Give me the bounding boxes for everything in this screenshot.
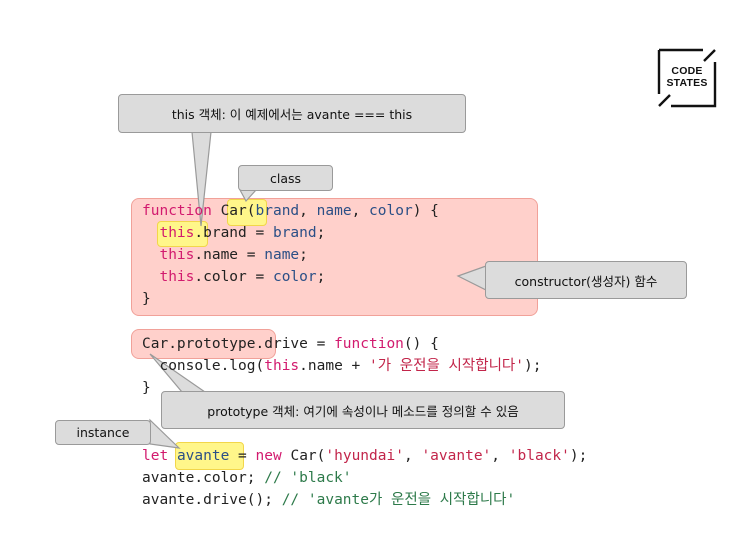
semicolon: ;	[316, 269, 326, 285]
comma-2: ,	[491, 448, 509, 464]
comma-1: ,	[403, 448, 422, 464]
this-keyword: this	[264, 358, 300, 374]
constructor-callout-pointer	[456, 265, 487, 291]
color-access: avante.color;	[142, 470, 265, 486]
logo-frame-icon	[657, 48, 717, 108]
code-line-2: this.brand = brand;	[142, 223, 325, 243]
brand-value: brand	[272, 225, 317, 241]
instance-variable: avante	[176, 448, 230, 464]
instance-name-highlight	[175, 442, 244, 470]
color-assign: .color =	[194, 269, 273, 285]
paren-close-brace: ) {	[412, 203, 439, 219]
brand-assign: .brand =	[194, 225, 273, 241]
drive-comment: // 'avante가 운전을 시작합니다'	[281, 492, 516, 508]
new-keyword: new	[255, 448, 282, 464]
this-keyword: this	[159, 269, 195, 285]
this-keyword: this	[159, 225, 195, 241]
instance-callout: instance	[55, 420, 151, 445]
drive-assign: .drive =	[255, 336, 335, 352]
code-line-1: function Car(brand, name, color) {	[142, 201, 439, 221]
comma-1: ,	[299, 203, 317, 219]
instance-callout-text: instance	[76, 425, 130, 440]
arg-hyundai: 'hyundai'	[325, 448, 404, 464]
code-states-logo: CODE STATES	[657, 48, 717, 108]
call-close: );	[523, 358, 542, 374]
log-string: '가 운전을 시작합니다'	[369, 358, 524, 374]
this-object-callout: this 객체: 이 예제에서는 avante === this	[118, 94, 466, 133]
closing-brace: }	[142, 291, 151, 307]
prototype-callout: prototype 객체: 여기에 속성이나 메소드를 정의할 수 있음	[161, 391, 565, 429]
arg-black: 'black'	[508, 448, 570, 464]
name-assign: .name =	[194, 247, 265, 263]
code-line-12: avante.color; // 'black'	[142, 468, 352, 488]
code-line-7: Car.prototype.drive = function() {	[142, 334, 439, 354]
code-line-3: this.name = name;	[142, 245, 308, 265]
let-keyword: let	[142, 448, 169, 464]
class-callout-text: class	[269, 170, 302, 186]
class-callout-pointer	[238, 189, 258, 203]
semicolon: ;	[316, 225, 326, 241]
constructor-call: Car(	[281, 448, 326, 464]
name-concat: .name +	[299, 358, 369, 374]
param-color: color	[369, 203, 413, 219]
prototype-callout-text: prototype 객체: 여기에 속성이나 메소드를 정의할 수 있음	[207, 403, 519, 419]
drive-call: avante.drive();	[142, 492, 282, 508]
class-name: Car	[220, 203, 247, 219]
code-line-11: let avante = new Car('hyundai', 'avante'…	[142, 446, 587, 466]
logo-text: CODE STATES	[657, 65, 717, 89]
color-comment: // 'black'	[264, 470, 352, 486]
function-open: () {	[403, 336, 439, 352]
code-line-4: this.color = color;	[142, 267, 325, 287]
function-keyword: function	[334, 336, 404, 352]
function-keyword: function	[142, 203, 212, 219]
logo-line-2: STATES	[666, 77, 708, 89]
comma-2: ,	[351, 203, 370, 219]
equals: =	[229, 448, 256, 464]
code-line-5: }	[142, 289, 151, 309]
name-value: name	[264, 247, 300, 263]
color-value: color	[272, 269, 317, 285]
car-prototype: Car.prototype	[142, 336, 256, 352]
code-line-13: avante.drive(); // 'avante가 운전을 시작합니다'	[142, 490, 515, 510]
constructor-callout-text: constructor(생성자) 함수	[514, 273, 658, 289]
arg-avante: 'avante'	[421, 448, 492, 464]
param-name: name	[316, 203, 352, 219]
call-close: );	[569, 448, 588, 464]
logo-line-1: CODE	[671, 65, 703, 77]
class-callout: class	[238, 165, 333, 191]
prototype-highlight	[131, 329, 276, 359]
this-keyword-highlight	[157, 221, 208, 247]
constructor-callout: constructor(생성자) 함수	[485, 261, 687, 299]
this-object-callout-text: this 객체: 이 예제에서는 avante === this	[171, 107, 413, 122]
this-keyword: this	[159, 247, 195, 263]
param-brand: brand	[255, 203, 300, 219]
semicolon: ;	[299, 247, 308, 263]
code-line-9: }	[142, 378, 151, 398]
paren-open: (	[246, 203, 256, 219]
console-log: console.log(	[159, 358, 265, 374]
constructor-highlight	[131, 198, 538, 316]
code-line-8: console.log(this.name + '가 운전을 시작합니다');	[142, 356, 541, 376]
closing-brace: }	[142, 380, 151, 396]
